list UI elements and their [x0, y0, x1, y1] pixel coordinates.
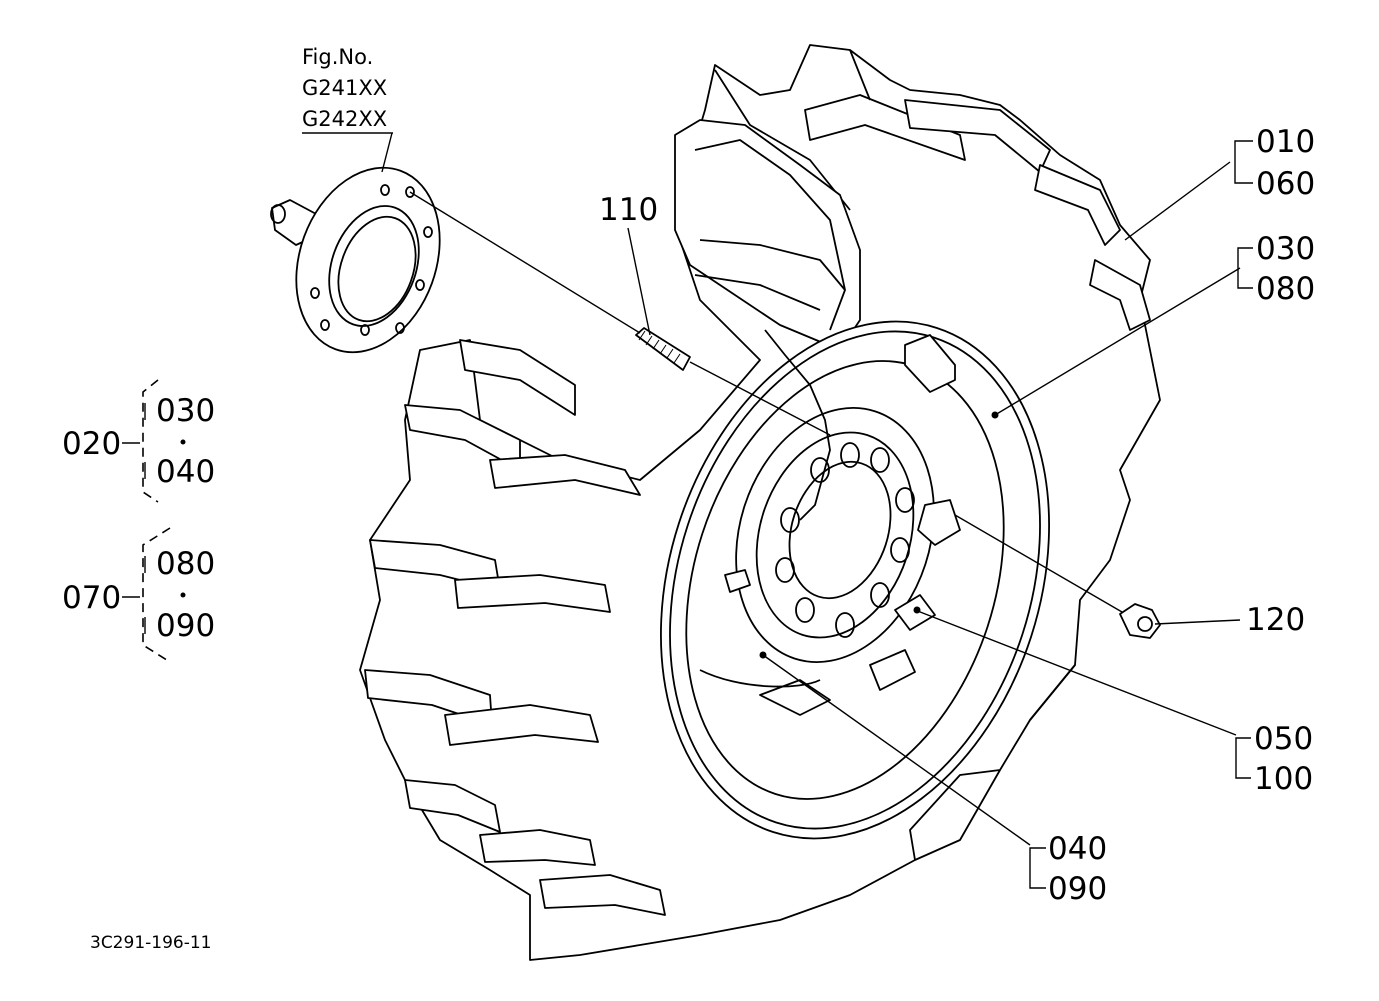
callout-100: 100: [1254, 761, 1313, 797]
leader-dots: [759, 411, 999, 659]
group-070: 070 080 090: [62, 527, 215, 663]
callout-010: 010: [1256, 124, 1315, 160]
callout-040: 040: [1048, 831, 1107, 867]
group-020: 020 030 040: [62, 379, 215, 503]
axle-flange-drawing: [270, 166, 441, 354]
group-020-member-1: 030: [156, 393, 215, 429]
group-070-member-1: 080: [156, 546, 215, 582]
figure-reference: Fig.No. G241XX G242XX: [302, 45, 393, 134]
callout-110: 110: [599, 192, 658, 228]
callout-labels: 110 010 060 030 080 120 050 100 040 090: [599, 124, 1315, 907]
callout-090: 090: [1048, 871, 1107, 907]
hex-nut-drawing: [1119, 603, 1161, 639]
leader-lines: [381, 132, 1253, 889]
callout-050: 050: [1254, 721, 1313, 757]
group-070-member-2: 090: [156, 608, 215, 644]
callout-060: 060: [1256, 166, 1315, 202]
callout-120: 120: [1246, 602, 1305, 638]
tire-drawing: [359, 44, 1161, 961]
fig-code-2: G242XX: [302, 107, 387, 131]
callout-080: 080: [1256, 271, 1315, 307]
group-020-label: 020: [62, 426, 121, 462]
callout-030: 030: [1256, 231, 1315, 267]
fig-no-label: Fig.No.: [302, 45, 373, 69]
stud-bolt-drawing: [635, 327, 691, 371]
group-070-label: 070: [62, 580, 121, 616]
fig-code-1: G241XX: [302, 76, 387, 100]
drawing-code: 3C291-196-11: [90, 933, 211, 953]
group-020-member-2: 040: [156, 454, 215, 490]
